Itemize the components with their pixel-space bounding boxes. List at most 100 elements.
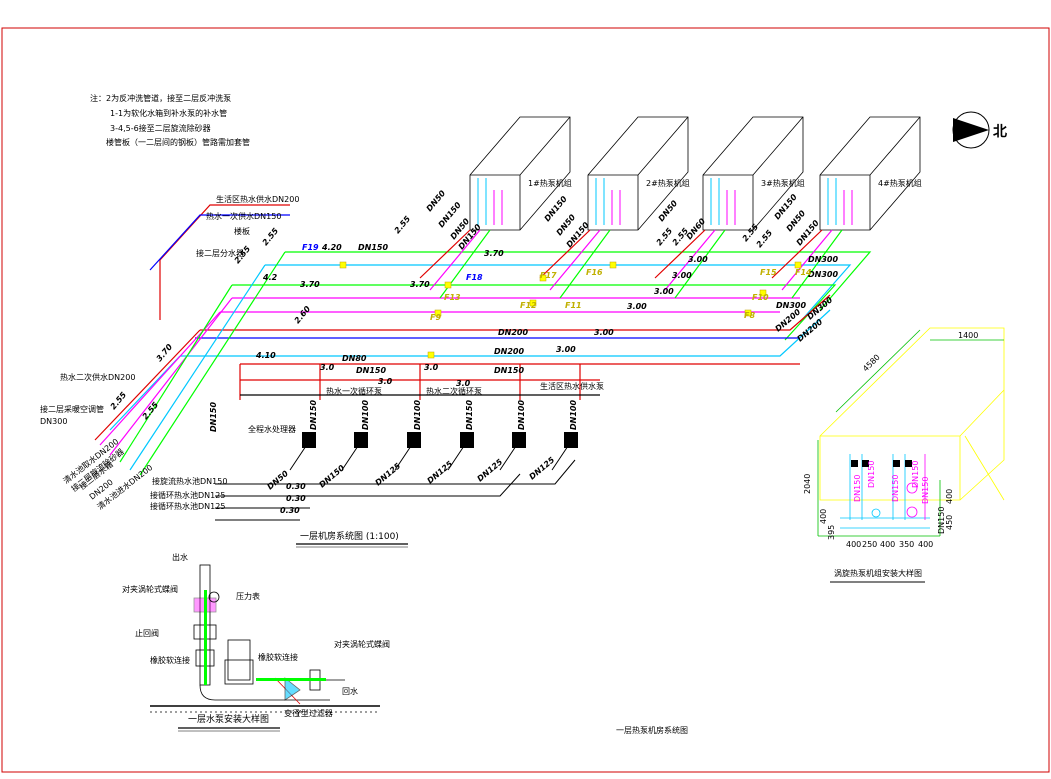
- pipe-label: DN150: [465, 400, 474, 430]
- note-line-4: 楼管板（一二层间的钢板）管路需加套管: [106, 137, 250, 147]
- level-label: 3.00: [556, 345, 576, 354]
- unit-risers: [477, 178, 853, 225]
- dim-label: 400: [819, 509, 828, 524]
- pipe-label: DN300: [808, 255, 838, 264]
- detail-label-check-valve: 止回阀: [135, 628, 159, 638]
- tag-label: F11: [565, 301, 582, 310]
- label-secondary-pump: 热水二次循环泵: [426, 386, 482, 396]
- tag-label: F16: [586, 268, 603, 277]
- pipe-label: DN150: [318, 463, 347, 489]
- tag-label: F15: [760, 268, 777, 277]
- label-to-second-floor: 接二层分水器: [196, 248, 244, 258]
- pump-icon: [564, 432, 578, 448]
- label-outlet-3: 接循环热水池DN125: [150, 501, 225, 511]
- detail-label-return: 回水: [342, 686, 358, 696]
- sheet-title: 一层热泵机房系统图: [616, 725, 688, 735]
- level-label: 3.0: [320, 363, 335, 372]
- tag-label: F8: [744, 311, 755, 320]
- label-outlet-2: 接循环热水池DN125: [150, 490, 225, 500]
- pump-icon: [407, 432, 421, 448]
- detail-label-filter: Y型过滤器: [295, 708, 333, 718]
- note-line-2: 1-1为软化水箱到补水泵的补水管: [110, 108, 227, 118]
- level-label: 3.0: [378, 377, 393, 386]
- valve-icon: [794, 261, 802, 269]
- pipe-label: DN125: [528, 455, 557, 481]
- label-outlet-1: 接旋流热水池DN150: [152, 476, 227, 486]
- unit-detail-dims: 1400 4580 2040 400 450 400 395 400 250 4…: [803, 331, 978, 549]
- pump-icon: [354, 432, 368, 448]
- distribution-pipes: [215, 439, 576, 521]
- level-label: 4.20: [321, 243, 342, 252]
- pipe-label: DN300: [776, 301, 806, 310]
- dim-label: 400: [918, 540, 933, 549]
- label-primary-hot-supply: 热水一次供水DN150: [206, 211, 281, 221]
- pump-row: [302, 432, 578, 448]
- dim-label: 350: [899, 540, 914, 549]
- pipe-label: DN125: [476, 457, 505, 483]
- dim-label: DN150: [891, 475, 900, 502]
- pump-icon: [460, 432, 474, 448]
- valve-icon: [339, 261, 347, 269]
- valve-icon: [539, 274, 547, 282]
- level-label: 2.55: [261, 226, 281, 247]
- detail-label-butterfly-2: 对夹涡轮式蝶阀: [334, 639, 390, 649]
- pump-icon: [302, 432, 316, 448]
- level-label: 3.0: [456, 379, 471, 388]
- level-label: 2.55: [233, 244, 253, 265]
- valve-icon: [444, 281, 452, 289]
- level-label: 0.30: [286, 482, 306, 491]
- pump-detail-title: 一层水泵安装大样图: [188, 713, 269, 725]
- dim-label: 400: [880, 540, 895, 549]
- unit-install-detail: [817, 327, 1005, 537]
- tag-label: F9: [430, 313, 441, 322]
- tag-label: F10: [752, 293, 769, 302]
- pipe-label: DN100: [413, 400, 422, 430]
- dim-label: DN150: [853, 475, 862, 502]
- unit-detail-title: 涡旋热泵机组安装大样图: [834, 568, 922, 578]
- system-diagram-title: 一层机房系统图 (1:100): [300, 530, 399, 542]
- level-label: 3.00: [594, 328, 614, 337]
- label-floor-slab: 楼板: [234, 226, 250, 236]
- level-label: 4.2: [262, 273, 278, 282]
- pipe-label: DN200: [498, 328, 528, 337]
- pump-icon: [512, 432, 526, 448]
- level-label: 3.00: [688, 255, 708, 264]
- level-label: 4.10: [255, 351, 276, 360]
- north-label: 北: [993, 124, 1007, 140]
- pipe-label: DN150: [356, 366, 386, 375]
- valve-markers: [339, 261, 802, 359]
- unit-detail-valves: [851, 460, 912, 467]
- label-softener: 全程水处理器: [248, 424, 296, 434]
- level-label: 2.55: [393, 214, 413, 235]
- label-secondary-hot-supply: 热水二次供水DN200: [60, 372, 135, 382]
- label-to-ac: 接二层采暖空调管: [40, 404, 104, 414]
- pipe-label: DN150: [209, 402, 218, 432]
- main-pipes: [94, 204, 872, 476]
- tag-label: F14: [795, 268, 812, 277]
- pipe-label: DN300: [808, 270, 838, 279]
- unit-label-3: 3#热泵机组: [761, 178, 805, 188]
- dim-label: 250: [862, 540, 877, 549]
- tag-label: F19: [302, 243, 319, 252]
- detail-label-outlet: 出水: [172, 552, 188, 562]
- note-line-1: 注：2为反冲洗管道，接至二层反冲洗泵: [90, 93, 231, 103]
- valve-tags: F19 F18 F17 F16 F15 F14 F13 F12 F11 F10 …: [302, 243, 812, 322]
- unit-label-4: 4#热泵机组: [878, 178, 922, 188]
- dim-label: DN150: [921, 477, 930, 504]
- tag-label: F13: [444, 293, 461, 302]
- pipe-label: DN100: [569, 400, 578, 430]
- valve-icon: [609, 261, 617, 269]
- unit-label-2: 2#热泵机组: [646, 178, 690, 188]
- label-ac-size: DN300: [40, 417, 67, 426]
- north-arrow-icon: [952, 111, 990, 149]
- valve-icon: [759, 289, 767, 297]
- dim-label: DN150: [911, 461, 920, 488]
- detail-green-bars: [204, 590, 326, 685]
- dim-label: DN150: [937, 507, 946, 534]
- dim-label: 1400: [958, 331, 978, 340]
- pipe-label: DN150: [358, 243, 388, 252]
- level-label: 3.70: [410, 280, 430, 289]
- valve-icon: [529, 299, 537, 307]
